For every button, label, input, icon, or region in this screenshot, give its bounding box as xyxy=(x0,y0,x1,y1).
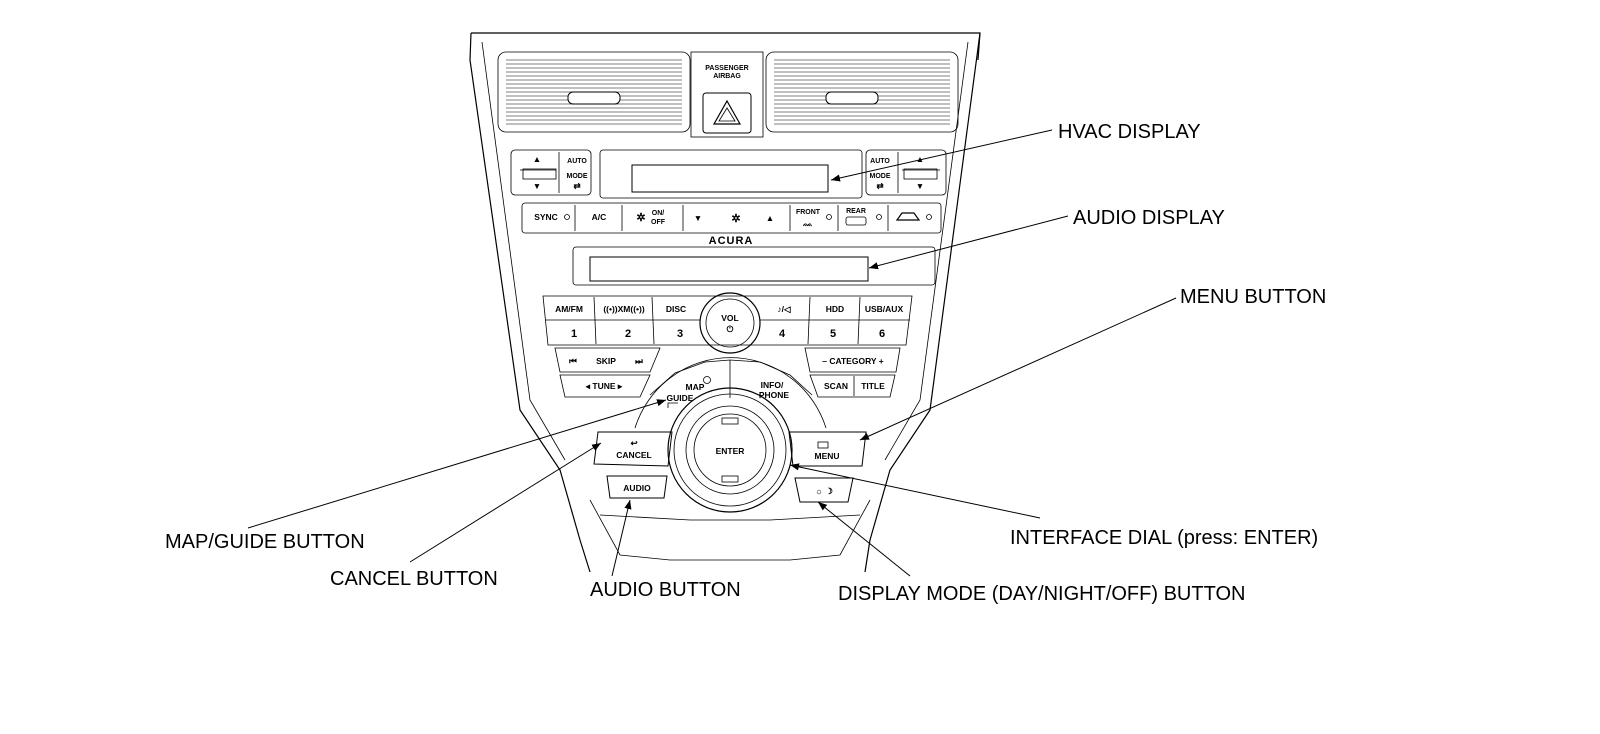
audio-button-callout: AUDIO BUTTON xyxy=(590,579,741,601)
hvac-display-callout: HVAC DISPLAY xyxy=(1058,121,1201,143)
front-defrost-button[interactable]: FRONT xyxy=(796,209,821,216)
display-mode-button-callout: DISPLAY MODE (DAY/NIGHT/OFF) BUTTON xyxy=(838,583,1245,605)
ac-button[interactable]: A/C xyxy=(592,212,607,222)
right-temp-button[interactable]: ▲ ▼ xyxy=(902,154,940,191)
hvac-display xyxy=(631,164,829,193)
fan-down-button[interactable]: ▼ xyxy=(694,213,702,223)
am-fm-button[interactable]: AM/FM xyxy=(555,304,583,314)
hdd-button[interactable]: HDD xyxy=(826,304,844,314)
category-button[interactable]: – CATEGORY + xyxy=(822,356,884,366)
preset-button-4[interactable]: 4 xyxy=(779,328,786,340)
audio-display-callout: AUDIO DISPLAY xyxy=(1073,207,1225,229)
interface-dial-callout: INTERFACE DIAL (press: ENTER) xyxy=(1010,527,1318,549)
preset-button-6[interactable]: 6 xyxy=(879,328,885,340)
menu-icon xyxy=(817,441,829,449)
disc-button[interactable]: DISC xyxy=(666,304,686,314)
svg-text:▲: ▲ xyxy=(533,154,541,164)
cancel-button-callout: CANCEL BUTTON xyxy=(330,568,498,590)
console-body xyxy=(469,32,981,573)
recirculation-icon[interactable] xyxy=(895,212,921,221)
air-vents xyxy=(497,51,959,133)
right-mode-label[interactable]: MODE xyxy=(870,173,891,180)
scan-button[interactable]: SCAN xyxy=(824,381,848,391)
mode-icon: ⇄ xyxy=(573,181,581,191)
map-label: MAP xyxy=(686,382,705,392)
guide-arrow-icon xyxy=(667,402,678,408)
media-button[interactable]: ♪/◁ xyxy=(777,304,792,314)
phone-label: PHONE xyxy=(759,390,790,400)
map-guide-button[interactable]: MAP GUIDE xyxy=(667,376,711,409)
svg-text:▲: ▲ xyxy=(916,154,924,164)
menu-button[interactable]: MENU xyxy=(788,431,867,467)
menu-label: MENU xyxy=(814,451,839,461)
preset-button-3[interactable]: 3 xyxy=(677,328,683,340)
hazard-button[interactable]: PASSENGER AIRBAG xyxy=(690,51,764,138)
back-arrow-icon: ↩ xyxy=(630,438,638,448)
hazard-icon xyxy=(712,99,742,125)
rear-defrost-button[interactable]: REAR xyxy=(846,208,866,215)
fan-icon: ✲ xyxy=(636,212,645,224)
preset-button-2[interactable]: 2 xyxy=(625,328,631,340)
left-temp-button[interactable]: ▲ ▼ xyxy=(520,154,557,191)
sync-button[interactable]: SYNC xyxy=(534,212,558,222)
audio-display-frame xyxy=(572,246,936,286)
audio-controls: AM/FM ((•))XM((•)) DISC ♪/◁ HDD USB/AUX 1 2 3 4 5… xyxy=(542,292,913,398)
hvac-button-row: SYNC A/C ✲ ON/ OFF ▼ ✲ ▲ FRONT ᨐ REAR xyxy=(521,202,942,234)
svg-text:▼: ▼ xyxy=(533,181,541,191)
map-guide-button-callout: MAP/GUIDE BUTTON xyxy=(165,531,365,553)
preset-button-1[interactable]: 1 xyxy=(571,328,577,340)
fan-on-label[interactable]: ON/ xyxy=(652,210,665,217)
fan-speed-icon: ✲ xyxy=(731,213,740,225)
hvac-controls: ▲ ▼ AUTO MODE ⇄ AUTO MODE ⇄ ▲ ▼ xyxy=(510,149,947,199)
skip-forward-icon[interactable]: ⏭ xyxy=(635,356,644,366)
leader-lines xyxy=(247,129,1177,577)
power-icon: ⏻ xyxy=(727,324,735,334)
preset-button-5[interactable]: 5 xyxy=(830,328,836,340)
volume-knob[interactable]: VOL ⏻ xyxy=(699,292,761,354)
usb-aux-button[interactable]: USB/AUX xyxy=(865,304,904,314)
enter-label: ENTER xyxy=(716,446,745,456)
brand-logo: ACURA xyxy=(709,235,754,247)
vol-label: VOL xyxy=(721,313,738,323)
fan-off-label[interactable]: OFF xyxy=(651,219,666,226)
guide-label: GUIDE xyxy=(667,393,694,403)
day-night-icon: ☼ ☽ xyxy=(815,486,833,496)
tune-button[interactable]: ◂ TUNE ▸ xyxy=(585,381,623,391)
cancel-label: CANCEL xyxy=(616,450,651,460)
callout-labels: HVAC DISPLAY AUDIO DISPLAY MENU BUTTON M… xyxy=(165,121,1326,605)
airbag-label-1: PASSENGER xyxy=(705,65,748,72)
left-auto-button[interactable]: AUTO xyxy=(567,158,587,165)
title-button[interactable]: TITLE xyxy=(861,381,885,391)
airbag-label-2: AIRBAG xyxy=(713,73,741,80)
fan-up-button[interactable]: ▲ xyxy=(766,213,774,223)
skip-button[interactable]: SKIP xyxy=(596,356,616,366)
display-mode-button[interactable]: ☼ ☽ xyxy=(794,477,854,503)
right-auto-button[interactable]: AUTO xyxy=(870,158,890,165)
xm-button[interactable]: ((•))XM((•)) xyxy=(603,304,645,314)
info-phone-button[interactable]: INFO/ PHONE xyxy=(759,380,790,400)
front-defrost-icon: ᨐ xyxy=(802,218,813,228)
interface-dial[interactable]: ENTER xyxy=(667,387,793,513)
rear-defrost-icon xyxy=(845,216,867,226)
audio-display xyxy=(589,256,869,282)
map-pin-icon xyxy=(703,376,711,384)
cancel-button[interactable]: ↩ CANCEL xyxy=(593,431,673,467)
info-label: INFO/ xyxy=(761,380,784,390)
menu-button-callout: MENU BUTTON xyxy=(1180,286,1326,308)
audio-button[interactable]: AUDIO xyxy=(606,475,668,499)
svg-text:▼: ▼ xyxy=(916,181,924,191)
skip-back-icon[interactable]: ⏮ xyxy=(569,356,577,366)
audio-label: AUDIO xyxy=(623,483,651,493)
mode-icon: ⇄ xyxy=(876,181,884,191)
navigation-controls: MAP GUIDE INFO/ PHONE ↩ CANCEL MENU AUDI… xyxy=(593,357,867,513)
left-mode-label[interactable]: MODE xyxy=(567,173,588,180)
